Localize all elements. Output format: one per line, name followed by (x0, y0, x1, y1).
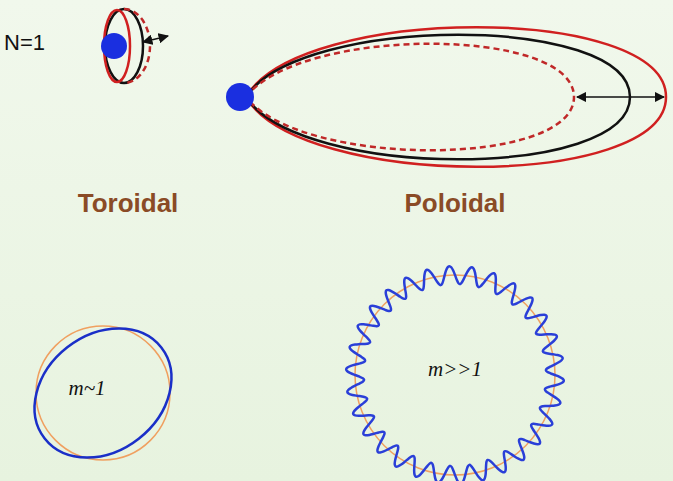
mode-label: m>>1 (428, 357, 482, 382)
planet-dot (101, 33, 127, 59)
mode-circle: m~1 (22, 312, 184, 474)
poloidal-loops (246, 27, 666, 167)
mode-circle: m>>1 (335, 255, 575, 481)
unperturbed-circle (355, 275, 555, 475)
unperturbed-circle (36, 326, 170, 460)
mode-number: N=1 (4, 30, 45, 56)
planet-dot (226, 83, 254, 111)
section-heading: Toroidal (78, 188, 179, 219)
section-heading: Poloidal (404, 188, 505, 219)
perturbed-wavy-ring (346, 266, 564, 481)
perturbed-ellipse (22, 312, 184, 474)
mode-label: m~1 (68, 376, 105, 401)
